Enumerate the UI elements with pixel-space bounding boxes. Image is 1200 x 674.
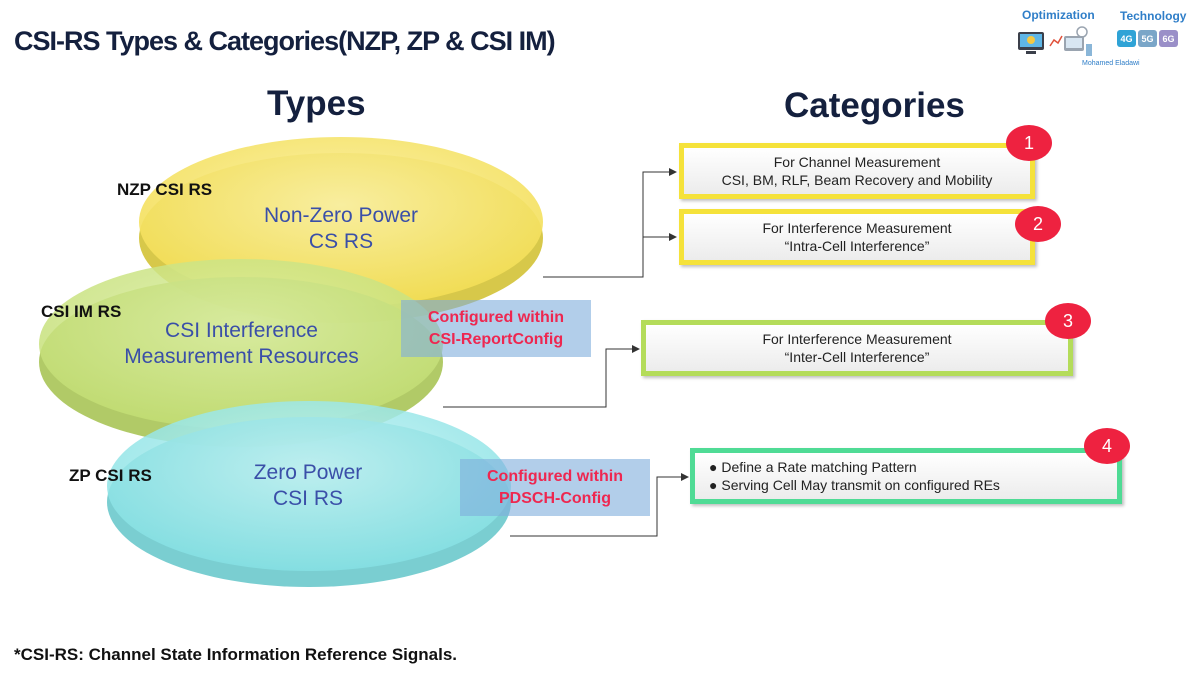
category-2-box: For Interference Measurement “Intra-Cell… [679, 209, 1035, 265]
category-2-line-1: For Interference Measurement [762, 220, 952, 236]
category-2-line-2: “Intra-Cell Interference” [784, 238, 930, 254]
zp-type-label: ZP CSI RS [69, 466, 152, 485]
csi-im-line-2: Measurement Resources [124, 345, 359, 368]
csi-reportconfig-box: Configured within CSI-ReportConfig [401, 300, 591, 357]
category-4-bullet-1: ● Define a Rate matching Pattern [709, 459, 917, 475]
zp-line-2: CSI RS [272, 487, 343, 510]
page-title: CSI-RS Types & Categories(NZP, ZP & CSI … [14, 26, 556, 56]
zp-ellipse [107, 401, 511, 587]
cfg-2-line-2: PDSCH-Config [499, 489, 611, 507]
csi-im-line-1: CSI Interference [165, 319, 318, 342]
category-4-badge: 4 [1084, 428, 1130, 464]
generation-tiles: 4G 5G 6G [1117, 30, 1178, 47]
bullet-1-text: Define a Rate matching Pattern [721, 459, 917, 475]
nzp-line-2: CS RS [308, 230, 374, 253]
category-3-box: For Interference Measurement “Inter-Cell… [641, 320, 1073, 376]
optimization-icon [1018, 26, 1092, 56]
cfg-2-line-1: Configured within [487, 467, 623, 485]
category-3-line-1: For Interference Measurement [762, 331, 952, 347]
category-1-line-2: CSI, BM, RLF, Beam Recovery and Mobility [721, 172, 993, 188]
csi-im-description: CSI Interference Measurement Resources [100, 318, 383, 370]
category-2-badge: 2 [1015, 206, 1061, 242]
nzp-description: Non-Zero Power CS RS [226, 203, 456, 255]
category-1-box: For Channel Measurement CSI, BM, RLF, Be… [679, 143, 1035, 199]
zp-description: Zero Power CSI RS [193, 460, 423, 512]
category-3-line-2: “Inter-Cell Interference” [784, 349, 930, 365]
author-label: Mohamed Eladawi [1082, 60, 1140, 67]
tile-4g: 4G [1117, 30, 1136, 47]
cfg-1-line-2: CSI-ReportConfig [428, 330, 564, 348]
cfg-1-line-1: Configured within [428, 308, 564, 326]
bullet-2-text: Serving Cell May transmit on configured … [721, 477, 1000, 493]
category-1-badge: 1 [1006, 125, 1052, 161]
category-4-bullet-2: ● Serving Cell May transmit on configure… [709, 477, 1000, 493]
connector-csi-im [443, 345, 640, 408]
technology-label: Technology [1120, 9, 1187, 23]
tile-5g: 5G [1138, 30, 1157, 47]
brand-logo: Optimization Technology 4G 5G 6G Mohamed… [1010, 6, 1196, 70]
zp-line-1: Zero Power [253, 461, 363, 484]
connector-zp [510, 473, 689, 537]
nzp-type-label: NZP CSI RS [117, 180, 213, 199]
category-3-badge: 3 [1045, 303, 1091, 339]
nzp-line-1: Non-Zero Power [263, 204, 419, 227]
csi-im-type-label: CSI IM RS [41, 302, 122, 321]
connector-nzp [543, 168, 677, 278]
optimization-label: Optimization [1022, 8, 1095, 22]
categories-heading: Categories [784, 86, 965, 125]
types-heading: Types [267, 84, 366, 123]
footnote: *CSI-RS: Channel State Information Refer… [14, 645, 458, 664]
category-1-line-1: For Channel Measurement [773, 154, 941, 170]
pdsch-config-box: Configured within PDSCH-Config [460, 459, 650, 516]
tile-6g: 6G [1159, 30, 1178, 47]
category-4-box: ● Define a Rate matching Pattern ● Servi… [690, 448, 1122, 504]
